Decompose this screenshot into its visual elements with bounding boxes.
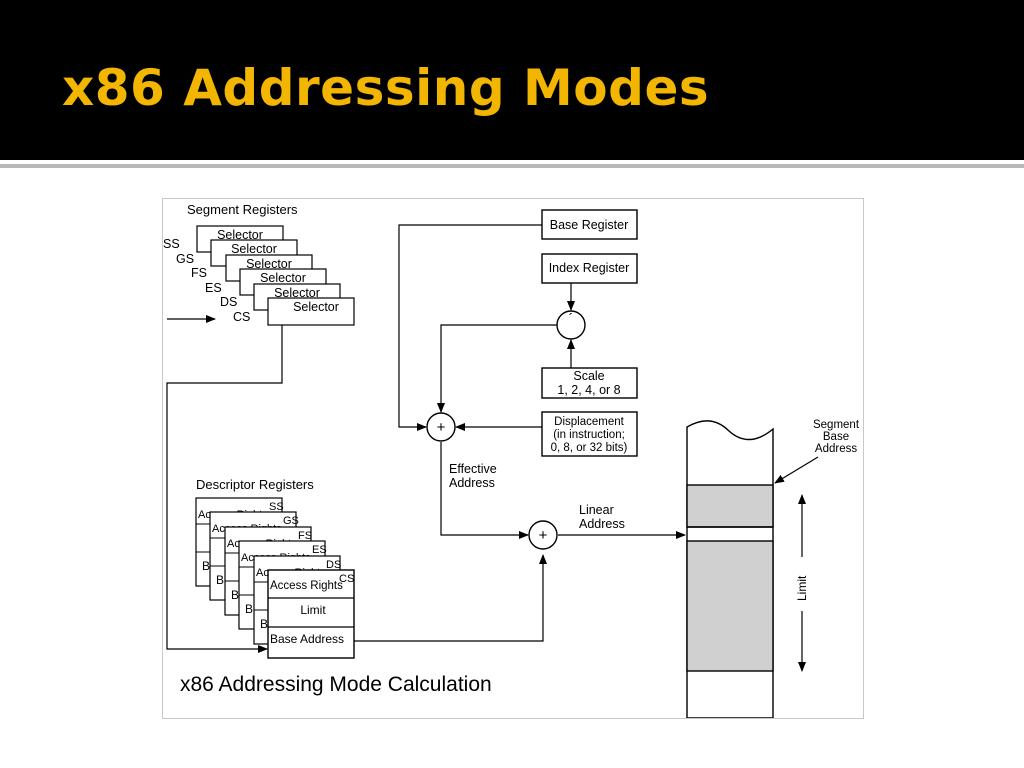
base-abbrev-gs: B	[216, 573, 224, 587]
descriptor-stack: Access Rights SS B Access Rights GS B Ac…	[195, 497, 355, 659]
descriptor-name-ss: SS	[269, 501, 284, 513]
displacement-label-line1: Displacement	[554, 416, 624, 428]
segment-base-line2: Base	[823, 431, 849, 443]
effective-address-line1: Effective	[449, 462, 497, 476]
diagram-canvas: Segment Registers Selector Selector Sele…	[163, 202, 860, 718]
scale-label-line1: Scale	[573, 369, 604, 383]
linear-address-line1: Linear	[579, 503, 614, 517]
selector-label-fs: Selector	[246, 257, 292, 271]
seg-name-es: ES	[205, 281, 222, 295]
descriptor-name-gs: GS	[283, 515, 299, 527]
effective-plus-symbol: +	[437, 419, 446, 436]
base-register-to-adder-arrow	[398, 224, 542, 431]
selector-box-cs	[267, 297, 355, 326]
segment-selector-stack: Selector Selector Selector Selector Sele…	[196, 225, 355, 326]
base-address-field-label: Base Address	[270, 632, 344, 646]
descriptor-name-fs: FS	[298, 530, 312, 542]
descriptor-box-cs	[267, 569, 355, 659]
displacement-label-line3: 0, 8, or 32 bits)	[551, 442, 628, 454]
base-abbrev-ss: B	[202, 559, 210, 573]
selector-label-gs: Selector	[231, 242, 277, 256]
base-abbrev-es: B	[245, 602, 253, 616]
segment-base-line1: Segment	[813, 419, 860, 431]
displacement-box	[541, 411, 638, 457]
linear-address-line2: Address	[579, 517, 625, 531]
linear-plus-symbol: +	[539, 527, 548, 544]
segment-region-top	[686, 484, 774, 528]
scale-label-line2: 1, 2, 4, or 8	[557, 383, 620, 397]
index-register-label: Index Register	[549, 261, 630, 275]
linear-adder	[528, 520, 558, 550]
addressing-diagram: Segment Registers Selector Selector Sele…	[162, 198, 864, 719]
scaled-index-to-adder-arrow	[437, 324, 557, 413]
segment-base-line3: Address	[815, 443, 857, 455]
effective-to-linear-arrow	[440, 442, 529, 539]
base-address-to-adder-arrow	[354, 554, 547, 642]
displacement-label-line2: (in instruction;	[553, 429, 625, 441]
descriptor-name-cs: CS	[339, 573, 354, 585]
effective-address-line2: Address	[449, 476, 495, 490]
selector-label-ds: Selector	[274, 286, 320, 300]
selector-label-cs: Selector	[293, 300, 339, 314]
base-abbrev-fs: B	[231, 588, 239, 602]
segment-registers-label: Segment Registers	[187, 202, 298, 217]
seg-name-ss: SS	[163, 237, 180, 251]
seg-name-cs: CS	[233, 310, 250, 324]
segment-region-main	[686, 540, 774, 672]
seg-name-fs: FS	[191, 266, 207, 280]
memory-column	[686, 420, 774, 718]
descriptor-registers-label: Descriptor Registers	[196, 477, 314, 492]
descriptor-name-ds: DS	[326, 559, 341, 571]
base-abbrev-ds: B	[260, 617, 268, 631]
seg-name-gs: GS	[176, 252, 194, 266]
limit-field-label: Limit	[300, 603, 326, 617]
slide-header	[0, 0, 1024, 160]
seg-name-ds: DS	[220, 295, 237, 309]
selector-to-descriptor-arrow	[166, 325, 283, 653]
selector-label-ss: Selector	[217, 228, 263, 242]
figure-caption: x86 Addressing Mode Calculation	[180, 673, 492, 696]
limit-dimension-label: Limit	[795, 575, 809, 601]
selector-label-es: Selector	[260, 271, 306, 285]
scale-box	[541, 367, 638, 399]
slide-title: x86 Addressing Modes	[62, 59, 710, 117]
descriptor-name-es: ES	[312, 544, 327, 556]
base-register-box	[541, 209, 638, 240]
multiply-symbol: ´	[569, 310, 574, 326]
segment-base-pointer	[774, 456, 819, 484]
index-register-box	[541, 253, 638, 284]
header-divider	[0, 164, 1024, 168]
base-register-label: Base Register	[550, 218, 629, 232]
access-rights-cs: Access Rights	[270, 580, 343, 592]
